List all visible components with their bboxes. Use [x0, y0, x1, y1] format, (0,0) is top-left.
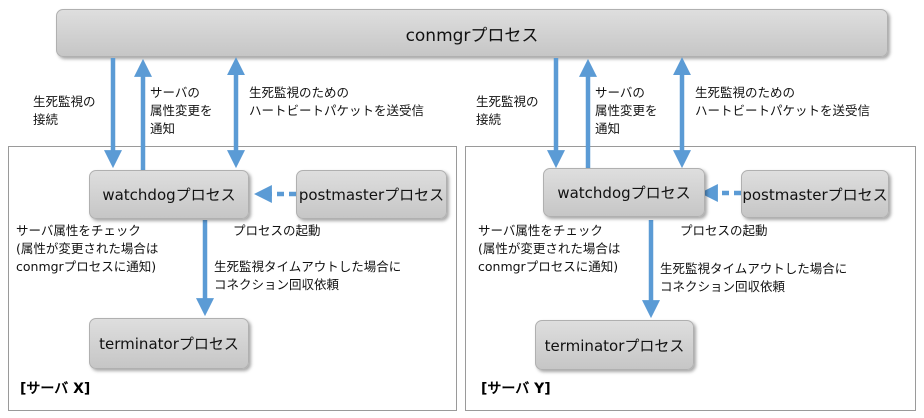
watchdog-process-x: watchdogプロセス [89, 170, 249, 219]
label-connect-y: 生死監視の 接続 [476, 94, 539, 127]
label-launch-y: プロセスの起動 [680, 223, 768, 238]
label-notify-y: サーバの 属性変更を 通知 [595, 85, 658, 136]
terminator-process-x: terminatorプロセス [89, 318, 249, 369]
server-x-title: [サーバ X] [20, 381, 91, 397]
label-timeout-x: 生死監視タイムアウトした場合に コネクション回収依頼 [214, 259, 402, 292]
conmgr-process: conmgrプロセス [56, 9, 888, 57]
postmaster-process-y: postmasterプロセス [741, 170, 889, 218]
label-check-x: サーバ属性をチェック (属性が変更された場合は conmgrプロセスに通知) [16, 223, 159, 274]
watchdog-process-y: watchdogプロセス [543, 168, 705, 217]
postmaster-process-x: postmasterプロセス [296, 170, 447, 219]
label-timeout-y: 生死監視タイムアウトした場合に コネクション回収依頼 [660, 261, 848, 294]
terminator-process-y: terminatorプロセス [535, 320, 694, 370]
label-launch-x: プロセスの起動 [233, 223, 321, 238]
label-heartbeat-x: 生死監視のための ハートビートパケットを送受信 [249, 85, 425, 118]
label-connect-x: 生死監視の 接続 [33, 94, 96, 127]
server-y-title: [サーバ Y] [481, 381, 551, 397]
label-heartbeat-y: 生死監視のための ハートビートパケットを送受信 [695, 85, 871, 118]
label-notify-x: サーバの 属性変更を 通知 [150, 85, 213, 136]
label-check-y: サーバ属性をチェック (属性が変更された場合は conmgrプロセスに通知) [478, 223, 621, 274]
